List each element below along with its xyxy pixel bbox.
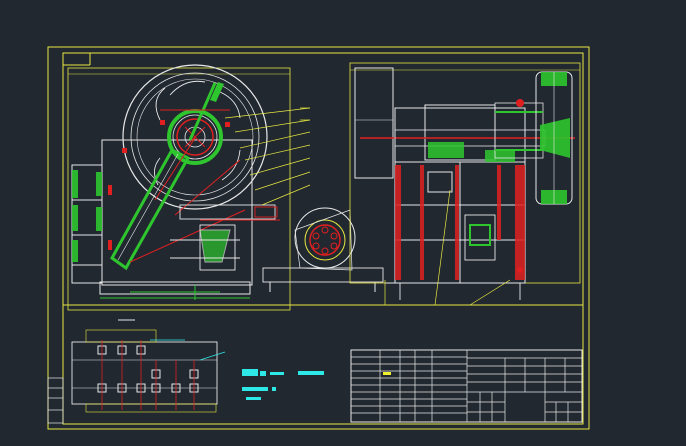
flywheel: [122, 64, 268, 210]
base-dimensions: [100, 285, 250, 300]
motor-base: [262, 267, 384, 283]
outer-border: [47, 46, 590, 430]
flywheel-rim: [122, 64, 268, 210]
tension-rod: [170, 204, 278, 271]
front-elevation-view: [67, 64, 311, 311]
pitman-jaw: [110, 82, 224, 271]
drawing-frame: [47, 46, 590, 430]
dimension-box: [67, 67, 291, 311]
title-block: [350, 349, 583, 423]
callout-leaders: [224, 107, 311, 206]
base-bolts: [108, 120, 230, 250]
motor-pulley: [262, 207, 384, 292]
side-feet: [385, 267, 525, 300]
revision-rows: [351, 356, 467, 414]
inner-border: [62, 52, 584, 425]
side-plates: [72, 170, 102, 262]
part-info-cells: [467, 357, 582, 422]
plan-centerlines: [101, 340, 195, 410]
side-elevation-view: [349, 62, 581, 306]
base-plan-view: [71, 329, 226, 413]
adjusting-bolt: [464, 214, 496, 261]
side-callout-leaders: [384, 189, 511, 306]
side-flywheel: [535, 71, 573, 205]
flywheel-spokes: [154, 80, 241, 186]
crusher-housing: [394, 104, 526, 284]
anchor-holes: [97, 345, 199, 393]
technical-notes: [242, 369, 324, 400]
margin-strip: [47, 377, 64, 424]
plan-leaders: [150, 339, 226, 361]
housing-ribs: [395, 165, 525, 280]
eccentric-bearing: [167, 109, 223, 165]
bearing-blocks: [428, 142, 515, 162]
motor-block: [354, 67, 394, 179]
